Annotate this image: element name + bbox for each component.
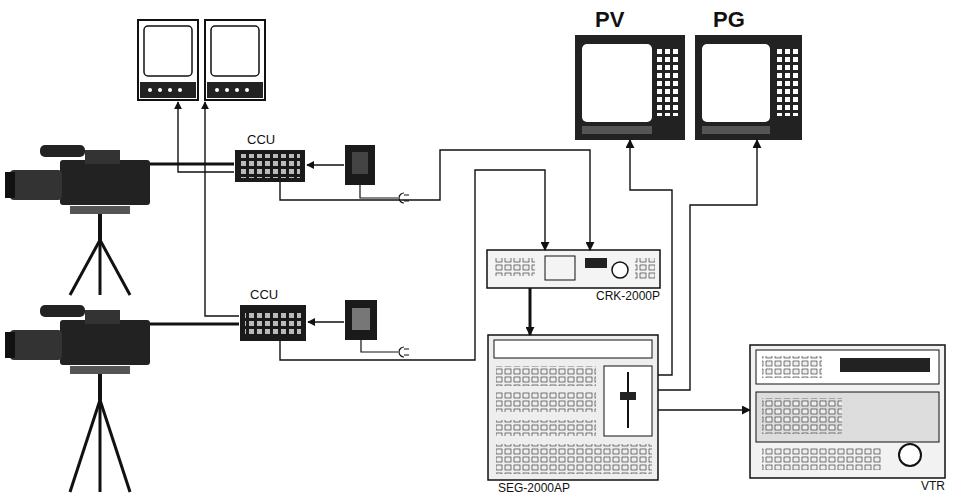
- device-label: PG: [713, 8, 745, 32]
- device-label: SEG-2000AP: [498, 482, 570, 495]
- monitor-node: PV: [575, 35, 685, 140]
- power-unit: [345, 300, 409, 357]
- small-monitor: [205, 20, 265, 100]
- wiring: [150, 102, 344, 324]
- device-label: CCU: [247, 133, 275, 147]
- node-outline: [240, 305, 306, 341]
- ccu-node: CCU: [240, 305, 306, 341]
- vtr-node: VTR: [750, 345, 945, 478]
- device-label: VTR: [921, 480, 945, 493]
- ccu-node: CCU: [235, 150, 305, 182]
- device-label: CRK-2000P: [596, 290, 660, 303]
- video-camera: [5, 305, 150, 492]
- controller-node: CRK-2000P: [487, 250, 660, 288]
- signal-connector: [630, 140, 672, 375]
- node-outline: [487, 250, 660, 288]
- seg-body: [488, 335, 658, 480]
- signal-connector: [280, 150, 590, 250]
- node-outline: [235, 150, 305, 182]
- signal-connector: [658, 409, 750, 410]
- power-unit: [345, 145, 409, 203]
- node-outline: [695, 35, 802, 140]
- signal-connector: [658, 140, 757, 390]
- small-monitor: [138, 20, 198, 100]
- vtr-body: [750, 345, 945, 478]
- node-outline: [488, 335, 658, 480]
- device-label: CCU: [250, 288, 278, 302]
- signal-connector: [529, 288, 532, 335]
- node-outline: [750, 345, 945, 478]
- ccu-body: [235, 150, 305, 182]
- video-camera: [5, 145, 150, 295]
- device-label: PV: [595, 8, 624, 32]
- program-monitor: [575, 35, 685, 140]
- program-monitor: [695, 35, 802, 140]
- node-outline: [575, 35, 685, 140]
- crk-body: [487, 250, 660, 288]
- signal-connector: [280, 170, 545, 360]
- switcher-node: SEG-2000AP: [488, 335, 658, 480]
- ccu-body: [240, 305, 306, 341]
- monitor-node: PG: [695, 35, 802, 140]
